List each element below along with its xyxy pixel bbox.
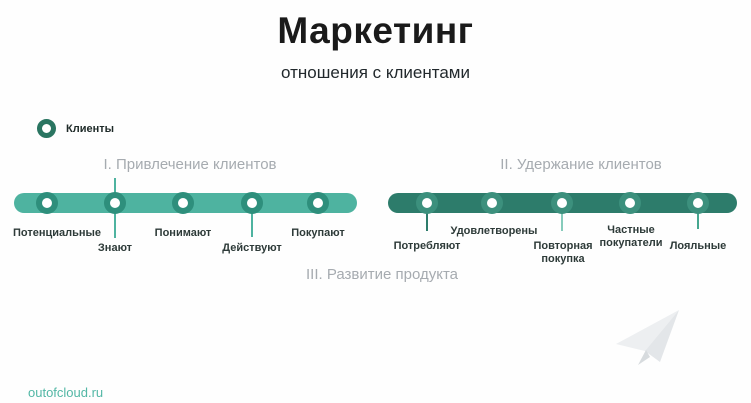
section-header-attraction: I. Привлечение клиентов: [103, 156, 277, 173]
milestone-label: Потенциальные: [12, 227, 102, 239]
connector-line: [697, 213, 699, 229]
legend: Клиенты: [37, 119, 114, 138]
milestone-label: Лояльные: [669, 240, 727, 252]
milestone-label: Покупают: [291, 227, 345, 239]
milestone-marker: [307, 192, 329, 214]
milestone-marker: [619, 192, 641, 214]
milestone-marker: [172, 192, 194, 214]
milestone-label: Действуют: [222, 242, 282, 254]
connector-line: [561, 213, 563, 231]
milestone-label: Удовлетворены: [450, 225, 538, 237]
milestone-label: Потребляют: [393, 240, 461, 252]
page-subtitle: отношения с клиентами: [281, 63, 470, 82]
connector-line: [426, 213, 428, 231]
legend-label: Клиенты: [66, 122, 115, 135]
connector-line: [251, 213, 253, 237]
milestone-label: Знают: [97, 242, 133, 254]
section-header-retention: II. Удержание клиентов: [500, 156, 662, 173]
paper-plane-icon: [616, 310, 679, 365]
milestone-marker: [481, 192, 503, 214]
milestone-marker: [687, 192, 709, 214]
milestone-marker: [104, 192, 126, 214]
milestone-marker: [36, 192, 58, 214]
milestone-label: Частные покупатели: [599, 224, 663, 249]
milestone-marker: [416, 192, 438, 214]
milestone-marker: [241, 192, 263, 214]
section-header-development: III. Развитие продукта: [305, 266, 459, 283]
clients-ring-icon: [37, 119, 56, 138]
retention-timeline-bar: [388, 192, 737, 214]
milestone-label: Понимают: [154, 227, 212, 239]
website-link[interactable]: outofcloud.ru: [28, 385, 104, 400]
milestone-label: Повторная покупка: [533, 240, 593, 265]
attraction-timeline-bar: [14, 192, 357, 214]
page-title: Маркетинг: [277, 10, 474, 51]
milestone-marker: [551, 192, 573, 214]
